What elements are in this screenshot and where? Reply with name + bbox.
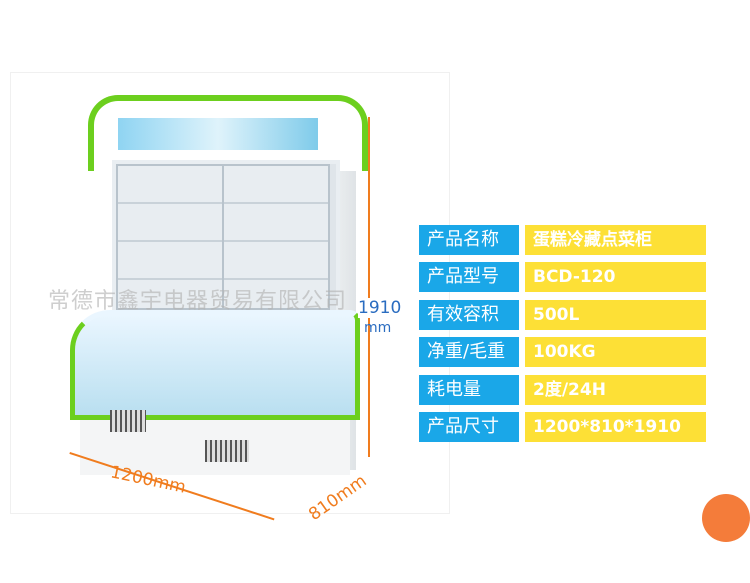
orange-circle-decoration: [702, 494, 750, 542]
height-dimension-line: [368, 117, 370, 457]
spec-value: 蛋糕冷藏点菜柜: [525, 225, 706, 255]
spec-label: 产品名称: [419, 225, 519, 255]
spec-value: 100KG: [525, 337, 706, 367]
spec-row: 产品名称蛋糕冷藏点菜柜: [419, 225, 706, 255]
vent-left: [110, 410, 146, 432]
height-label: 1910: [358, 298, 402, 318]
product-image-panel: [10, 72, 450, 514]
spec-label: 产品型号: [419, 262, 519, 292]
spec-label: 产品尺寸: [419, 412, 519, 442]
fridge-display-case: [70, 310, 360, 420]
spec-label: 有效容积: [419, 300, 519, 330]
spec-value: 1200*810*1910: [525, 412, 706, 442]
watermark: 常德市鑫宇电器贸易有限公司: [48, 289, 348, 314]
fridge-right-door: [222, 164, 330, 310]
height-unit: mm: [364, 320, 392, 336]
spec-label: 净重/毛重: [419, 337, 519, 367]
vent-right: [205, 440, 249, 462]
spec-value: 500L: [525, 300, 706, 330]
fridge-left-door: [116, 164, 224, 310]
fridge-banner: [118, 118, 318, 150]
spec-label: 耗电量: [419, 375, 519, 405]
spec-value: BCD-120: [525, 262, 706, 292]
spec-value: 2度/24H: [525, 375, 706, 405]
